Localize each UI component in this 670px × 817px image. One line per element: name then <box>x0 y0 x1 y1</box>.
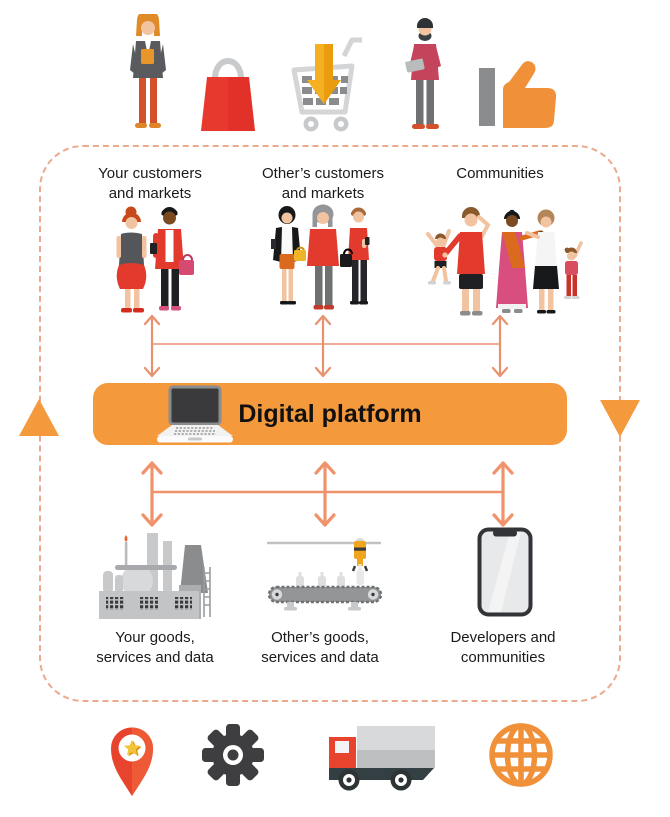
label-others-goods: Other’s goods, services and data <box>261 629 379 667</box>
delivery-truck-icon <box>327 724 439 792</box>
person-with-notebook-icon <box>120 14 176 134</box>
label-others-customers: Other’s customers and markets <box>262 165 384 203</box>
thumbs-up-icon <box>477 58 559 133</box>
person-with-tablet-icon <box>399 16 451 133</box>
factory-icon <box>95 527 215 619</box>
laptop-icon <box>153 385 237 445</box>
conveyor-belt-icon <box>263 533 388 612</box>
label-your-goods: Your goods, services and data <box>96 629 214 667</box>
gear-icon <box>201 723 265 787</box>
globe-icon <box>487 721 555 789</box>
platform-label: Digital platform <box>238 400 422 428</box>
digital-platform-bar: Digital platform <box>93 383 567 445</box>
up-triangle-icon <box>18 398 60 438</box>
location-pin-star-icon <box>109 721 155 797</box>
other-customers-group-icon <box>265 202 380 318</box>
upper-connector-arrows <box>40 310 620 382</box>
label-developers: Developers and communities <box>450 629 556 667</box>
cart-with-download-arrow-icon <box>286 36 370 133</box>
label-communities: Communities <box>456 165 544 182</box>
shopping-bag-icon <box>199 47 257 133</box>
smartphone-icon <box>477 527 533 617</box>
communities-group-icon <box>418 206 583 320</box>
lower-connector-arrows <box>40 456 620 532</box>
down-triangle-icon <box>599 398 641 438</box>
customers-group-icon <box>106 203 196 318</box>
label-your-customers: Your customers and markets <box>98 165 202 203</box>
